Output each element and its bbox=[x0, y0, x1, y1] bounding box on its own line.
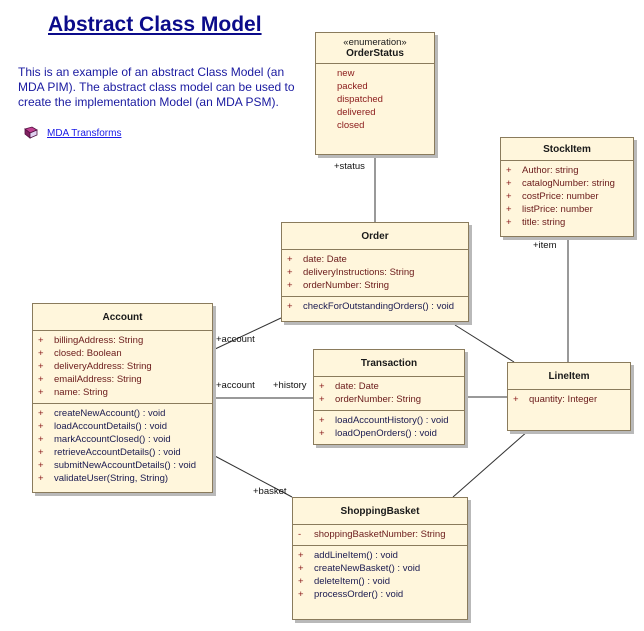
class-name: LineItem bbox=[508, 363, 630, 390]
book-icon bbox=[24, 126, 38, 139]
class-name: Order bbox=[282, 223, 468, 250]
account-basket-association bbox=[212, 454, 293, 498]
operation-row: +addLineItem() : void bbox=[298, 550, 398, 561]
role-label-account-history: +account bbox=[216, 380, 255, 391]
attribute-row: -shoppingBasketNumber: String bbox=[298, 529, 446, 540]
enum-literal: new bbox=[337, 68, 355, 79]
operation-row: +retrieveAccountDetails() : void bbox=[38, 447, 181, 458]
attribute-row: +Author: string bbox=[506, 165, 579, 176]
operation-row: +markAccountClosed() : void bbox=[38, 434, 171, 445]
enum-literal: delivered bbox=[337, 107, 376, 118]
shopping-basket-class[interactable]: ShoppingBasket -shoppingBasketNumber: St… bbox=[292, 497, 468, 620]
attribute-row: +quantity: Integer bbox=[513, 394, 598, 405]
stock-item-class[interactable]: StockItem +Author: string +catalogNumber… bbox=[500, 137, 634, 237]
attribute-row: +listPrice: number bbox=[506, 204, 593, 215]
order-class[interactable]: Order +date: Date +deliveryInstructions:… bbox=[281, 222, 469, 322]
enum-literal: closed bbox=[337, 120, 365, 131]
class-name: StockItem bbox=[501, 138, 633, 161]
attribute-row: +date: Date bbox=[287, 254, 347, 265]
attribute-row: +title: string bbox=[506, 217, 566, 228]
operation-row: +processOrder() : void bbox=[298, 589, 404, 600]
class-name: ShoppingBasket bbox=[293, 498, 467, 525]
attribute-row: +orderNumber: String bbox=[287, 280, 390, 291]
attribute-row: +closed: Boolean bbox=[38, 348, 122, 359]
role-label-basket: +basket bbox=[253, 486, 287, 497]
attribute-row: +emailAddress: String bbox=[38, 374, 142, 385]
basket-lineitem-association bbox=[452, 430, 529, 498]
role-label-status: +status bbox=[334, 161, 365, 172]
operation-row: +createNewBasket() : void bbox=[298, 563, 421, 574]
attribute-row: +deliveryAddress: String bbox=[38, 361, 152, 372]
operation-row: +submitNewAccountDetails() : void bbox=[38, 460, 197, 471]
attribute-row: +catalogNumber: string bbox=[506, 178, 615, 189]
class-name: OrderStatus bbox=[346, 48, 404, 59]
account-class[interactable]: Account +billingAddress: String +closed:… bbox=[32, 303, 213, 493]
role-label-item: +item bbox=[533, 240, 557, 251]
enum-literal: dispatched bbox=[337, 94, 383, 105]
attribute-row: +date: Date bbox=[319, 381, 379, 392]
attribute-row: +name: String bbox=[38, 387, 108, 398]
operation-row: +loadAccountDetails() : void bbox=[38, 421, 167, 432]
role-label-history: +history bbox=[273, 380, 307, 391]
role-label-account-order: +account bbox=[216, 334, 255, 345]
operation-row: +checkForOutstandingOrders() : void bbox=[287, 301, 455, 312]
class-name: Transaction bbox=[314, 350, 464, 377]
operation-row: +loadAccountHistory() : void bbox=[319, 415, 449, 426]
description-text: This is an example of an abstract Class … bbox=[18, 65, 295, 109]
account-order-association bbox=[212, 317, 282, 351]
mda-transforms-link[interactable]: MDA Transforms bbox=[47, 127, 122, 139]
stereotype-label: «enumeration» bbox=[343, 37, 407, 48]
operation-row: +deleteItem() : void bbox=[298, 576, 391, 587]
mda-transforms-link-row[interactable]: MDA Transforms bbox=[23, 126, 121, 140]
order-status-class[interactable]: «enumeration» OrderStatus new packed dis… bbox=[315, 32, 435, 155]
operation-row: +validateUser(String, String) bbox=[38, 473, 169, 484]
attribute-row: +orderNumber: String bbox=[319, 394, 422, 405]
line-item-class[interactable]: LineItem +quantity: Integer bbox=[507, 362, 631, 431]
order-lineitem-association bbox=[454, 324, 515, 363]
class-name: Account bbox=[33, 304, 212, 331]
page-title: Abstract Class Model bbox=[48, 13, 262, 36]
attribute-row: +deliveryInstructions: String bbox=[287, 267, 415, 278]
operation-row: +createNewAccount() : void bbox=[38, 408, 166, 419]
operation-row: +loadOpenOrders() : void bbox=[319, 428, 437, 439]
transaction-class[interactable]: Transaction +date: Date +orderNumber: St… bbox=[313, 349, 465, 445]
enum-literal: packed bbox=[337, 81, 368, 92]
attribute-row: +costPrice: number bbox=[506, 191, 599, 202]
attribute-row: +billingAddress: String bbox=[38, 335, 144, 346]
